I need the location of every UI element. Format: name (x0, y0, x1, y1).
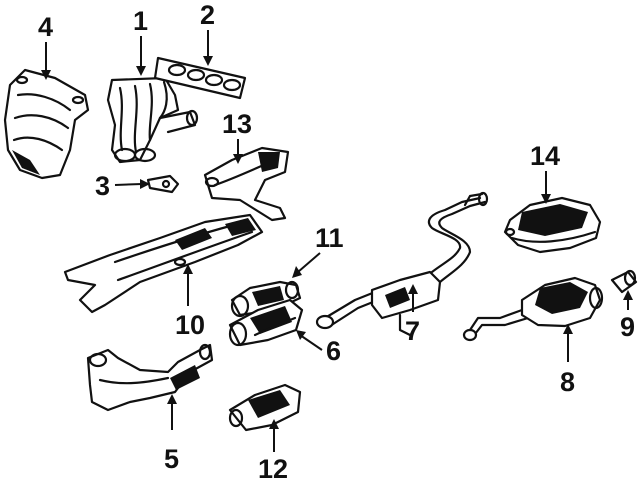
part-12-converter-shield[interactable] (228, 383, 302, 432)
part-14-muffler-shield[interactable] (503, 196, 602, 254)
part-7-center-pipe[interactable] (315, 191, 489, 337)
part-4-heat-shield[interactable] (3, 68, 90, 180)
callout-5: 5 (164, 394, 179, 474)
svg-text:4: 4 (38, 12, 53, 42)
callout-8: 8 (560, 324, 575, 397)
svg-text:13: 13 (222, 109, 252, 139)
svg-text:9: 9 (620, 312, 635, 342)
callout-12: 12 (258, 419, 288, 484)
callout-9: 9 (620, 290, 635, 342)
svg-text:8: 8 (560, 367, 575, 397)
svg-text:10: 10 (175, 310, 205, 340)
svg-text:3: 3 (95, 171, 110, 201)
callout-11: 11 (292, 223, 344, 278)
callout-6: 6 (296, 330, 341, 366)
svg-text:5: 5 (164, 444, 179, 474)
part-2-manifold-gasket[interactable] (153, 56, 247, 100)
callout-3: 3 (95, 171, 150, 201)
part-3-bracket[interactable] (146, 174, 180, 194)
part-8-muffler[interactable] (462, 276, 604, 342)
part-6-converter[interactable] (228, 298, 304, 347)
callout-14: 14 (530, 141, 560, 204)
part-5-front-pipe[interactable] (86, 343, 214, 412)
part-1-exhaust-manifold[interactable] (106, 76, 199, 164)
part-11-catalytic-converter[interactable] (230, 280, 302, 318)
callout-2: 2 (200, 0, 215, 66)
part-9-exhaust-tip[interactable] (610, 269, 638, 294)
callout-7: 7 (405, 284, 420, 346)
callout-13: 13 (222, 109, 252, 164)
svg-text:14: 14 (530, 141, 560, 171)
svg-text:1: 1 (133, 6, 148, 36)
svg-text:2: 2 (200, 0, 215, 30)
callout-1: 1 (133, 6, 148, 76)
callout-10: 10 (175, 264, 205, 340)
part-10-tunnel-heat-shield[interactable] (63, 213, 264, 314)
svg-text:6: 6 (326, 336, 341, 366)
svg-text:12: 12 (258, 454, 288, 484)
part-13-heat-shield[interactable] (203, 146, 290, 222)
svg-text:7: 7 (405, 316, 420, 346)
callout-4: 4 (38, 12, 53, 80)
svg-text:11: 11 (315, 223, 344, 253)
